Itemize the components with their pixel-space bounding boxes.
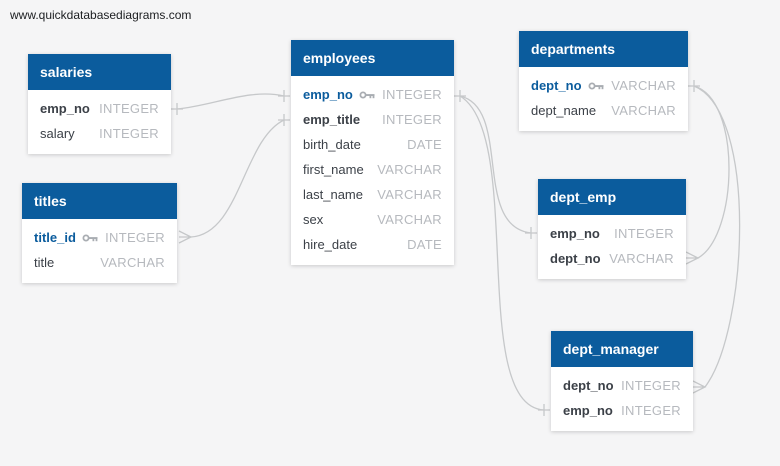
field-meta: INTEGER [621,403,681,418]
relationship-employees-dept-manager [459,95,545,411]
table-fields: dept_no INTEGER emp_no INTEGER [551,367,693,431]
field-name: emp_no [563,403,613,418]
table-field-row: salary INTEGER [28,121,171,146]
field-type: VARCHAR [609,251,674,266]
relationship-employees-dept-emp [459,95,532,234]
table-title: salaries [28,54,171,90]
cardinality-one-markers [171,80,700,416]
field-name: emp_no [550,226,600,241]
table-field-row: emp_no INTEGER [28,96,171,121]
field-meta: DATE [407,137,442,152]
relationship-titles-employees [190,119,285,238]
table-title: employees [291,40,454,76]
field-type: VARCHAR [377,187,442,202]
relationship-departments-dept-emp [693,85,730,259]
field-name: first_name [303,162,364,177]
table-dept-emp[interactable]: dept_emp emp_no INTEGER dept_no VARCHAR [538,179,686,279]
field-name: dept_no [563,378,614,393]
field-meta: INTEGER [99,126,159,141]
field-meta: INTEGER [99,101,159,116]
field-meta: DATE [407,237,442,252]
field-type: INTEGER [382,87,442,102]
field-type: VARCHAR [611,78,676,93]
table-title: departments [519,31,688,67]
table-fields: dept_no VARCHAR dept_name VARCHAR [519,67,688,131]
field-type: DATE [407,137,442,152]
table-employees[interactable]: employees emp_no INTEGER emp_title INTEG… [291,40,454,265]
field-name: birth_date [303,137,361,152]
table-titles[interactable]: titles title_id INTEGER title VARCHAR [22,183,177,283]
table-field-row: emp_title INTEGER [291,107,454,132]
field-name: last_name [303,187,363,202]
field-meta: VARCHAR [609,251,674,266]
table-salaries[interactable]: salaries emp_no INTEGER salary INTEGER [28,54,171,154]
field-type: VARCHAR [377,212,442,227]
field-meta: VARCHAR [100,255,165,270]
field-type: VARCHAR [100,255,165,270]
field-name: emp_no [303,87,353,102]
field-type: INTEGER [105,230,165,245]
table-field-row: dept_no INTEGER [551,373,693,398]
field-name: sex [303,212,324,227]
field-meta: INTEGER [359,87,442,102]
table-dept-manager[interactable]: dept_manager dept_no INTEGER emp_no INTE… [551,331,693,431]
watermark-link[interactable]: www.quickdatabasediagrams.com [10,8,192,22]
table-field-row: last_name VARCHAR [291,182,454,207]
table-title: dept_manager [551,331,693,367]
field-type: INTEGER [382,112,442,127]
table-field-row: title VARCHAR [22,250,177,275]
table-title: dept_emp [538,179,686,215]
field-name: dept_no [531,78,582,93]
table-field-row: emp_no INTEGER [551,398,693,423]
table-fields: title_id INTEGER title VARCHAR [22,219,177,283]
table-field-row: dept_no VARCHAR [519,73,688,98]
field-type: INTEGER [621,378,681,393]
table-field-row: title_id INTEGER [22,225,177,250]
table-field-row: birth_date DATE [291,132,454,157]
table-field-row: sex VARCHAR [291,207,454,232]
field-type: VARCHAR [611,103,676,118]
field-type: INTEGER [614,226,674,241]
table-field-row: dept_no VARCHAR [538,246,686,271]
field-name: title [34,255,55,270]
field-meta: VARCHAR [588,78,676,93]
field-name: title_id [34,230,76,245]
table-title: titles [22,183,177,219]
primary-key-icon [359,91,375,98]
field-type: INTEGER [99,126,159,141]
field-name: hire_date [303,237,358,252]
table-field-row: emp_no INTEGER [291,82,454,107]
table-fields: emp_no INTEGER emp_title INTEGER birth_d… [291,76,454,265]
field-meta: VARCHAR [377,187,442,202]
table-fields: emp_no INTEGER salary INTEGER [28,90,171,154]
field-meta: VARCHAR [611,103,676,118]
table-departments[interactable]: departments dept_no VARCHAR dept_name VA… [519,31,688,131]
table-field-row: dept_name VARCHAR [519,98,688,123]
field-meta: INTEGER [621,378,681,393]
field-name: dept_no [550,251,601,266]
relationship-salaries-employees [176,93,285,110]
field-meta: INTEGER [614,226,674,241]
field-meta: VARCHAR [377,212,442,227]
field-type: INTEGER [99,101,159,116]
field-name: emp_title [303,112,361,127]
field-type: INTEGER [621,403,681,418]
field-meta: INTEGER [382,112,442,127]
table-field-row: first_name VARCHAR [291,157,454,182]
table-field-row: emp_no INTEGER [538,221,686,246]
field-name: emp_no [40,101,90,116]
field-meta: INTEGER [82,230,165,245]
relationship-departments-dept-manager [693,85,741,388]
field-type: VARCHAR [377,162,442,177]
field-name: salary [40,126,75,141]
table-field-row: hire_date DATE [291,232,454,257]
primary-key-icon [588,82,604,89]
field-meta: VARCHAR [377,162,442,177]
table-fields: emp_no INTEGER dept_no VARCHAR [538,215,686,279]
primary-key-icon [82,234,98,241]
field-type: DATE [407,237,442,252]
field-name: dept_name [531,103,597,118]
cardinality-many-markers [178,230,707,394]
